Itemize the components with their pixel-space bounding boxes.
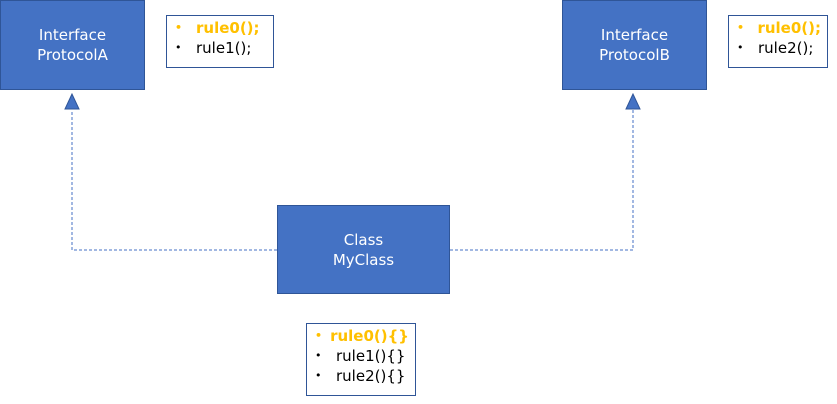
rule-text: rule1(); xyxy=(196,39,252,57)
class-myclass-box: Class MyClass xyxy=(277,205,450,294)
bullet-icon: • xyxy=(175,21,183,34)
class-name: MyClass xyxy=(332,250,395,269)
rule-text: rule2(){} xyxy=(336,367,406,385)
rule-item: • rule0(); xyxy=(175,18,267,38)
arrowhead-protocol-b-icon xyxy=(625,92,641,110)
interface-a-name: ProtocolA xyxy=(37,46,108,64)
rule-text: rule0(); xyxy=(757,19,821,37)
interface-b-keyword: Interface xyxy=(600,26,669,44)
rule-item: • rule1(); xyxy=(175,38,267,58)
bullet-icon: • xyxy=(315,349,322,362)
bullet-icon: • xyxy=(175,41,182,54)
connector-class-to-protocol-a xyxy=(71,110,277,251)
rule-text: rule0(){} xyxy=(330,327,409,345)
interface-b-name: ProtocolB xyxy=(599,46,670,64)
rule-item: • rule2(){} xyxy=(315,366,409,386)
interface-a-keyword: Interface xyxy=(38,26,107,44)
rule-item: • rule0(); xyxy=(737,18,821,38)
bullet-icon: • xyxy=(737,21,745,34)
arrowhead-protocol-a-icon xyxy=(64,92,80,110)
interface-protocol-a-box: Interface ProtocolA xyxy=(0,0,145,90)
bullet-icon: • xyxy=(315,369,322,382)
rule-item: • rule0(){} xyxy=(315,326,409,346)
class-keyword: Class xyxy=(343,230,384,249)
bullet-icon: • xyxy=(737,41,744,54)
rule-text: rule0(); xyxy=(196,19,260,37)
protocol-b-rules-note: • rule0(); • rule2(); xyxy=(728,15,828,68)
rule-text: rule2(); xyxy=(758,39,814,57)
bullet-icon: • xyxy=(315,329,323,342)
rule-item: • rule1(){} xyxy=(315,346,409,366)
rule-item: • rule2(); xyxy=(737,38,821,58)
interface-protocol-b-box: Interface ProtocolB xyxy=(562,0,707,90)
connector-class-to-protocol-b xyxy=(450,110,634,251)
myclass-rules-note: • rule0(){} • rule1(){} • rule2(){} xyxy=(306,323,416,396)
rule-text: rule1(){} xyxy=(336,347,406,365)
protocol-a-rules-note: • rule0(); • rule1(); xyxy=(166,15,274,68)
